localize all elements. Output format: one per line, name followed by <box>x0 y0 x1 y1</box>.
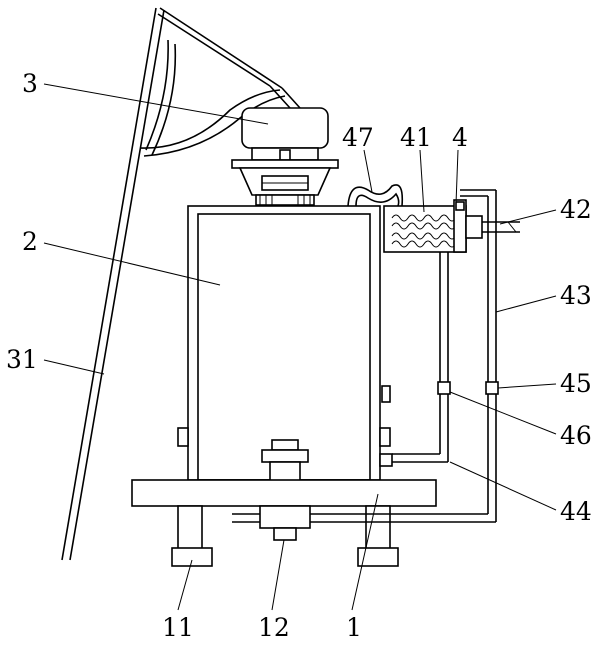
label-3: 3 <box>22 69 38 98</box>
support-arm-31 <box>61 7 301 561</box>
bottom-pipe <box>310 513 496 523</box>
outlet-valve-12 <box>232 505 311 541</box>
motor-3 <box>231 107 339 206</box>
label-4: 4 <box>452 123 468 152</box>
label-31: 31 <box>6 345 38 374</box>
label-44: 44 <box>560 497 592 526</box>
label-42: 42 <box>560 195 592 224</box>
label-46: 46 <box>560 421 592 450</box>
inner-valve <box>261 439 309 483</box>
label-2: 2 <box>22 227 38 256</box>
label-11: 11 <box>162 613 194 642</box>
label-43: 43 <box>560 281 592 310</box>
filter-box-41 <box>383 199 520 253</box>
leader-lines <box>43 83 557 611</box>
container-body-2 <box>177 205 393 481</box>
label-12: 12 <box>258 613 290 642</box>
label-41: 41 <box>400 123 432 152</box>
hose-47 <box>347 184 404 207</box>
pipe-43 <box>460 189 499 522</box>
pipe-44 <box>392 252 451 463</box>
left-leg-11 <box>171 505 213 567</box>
label-47: 47 <box>342 123 374 152</box>
label-1: 1 <box>346 613 362 642</box>
label-45: 45 <box>560 369 592 398</box>
base-plate-1 <box>131 479 437 507</box>
